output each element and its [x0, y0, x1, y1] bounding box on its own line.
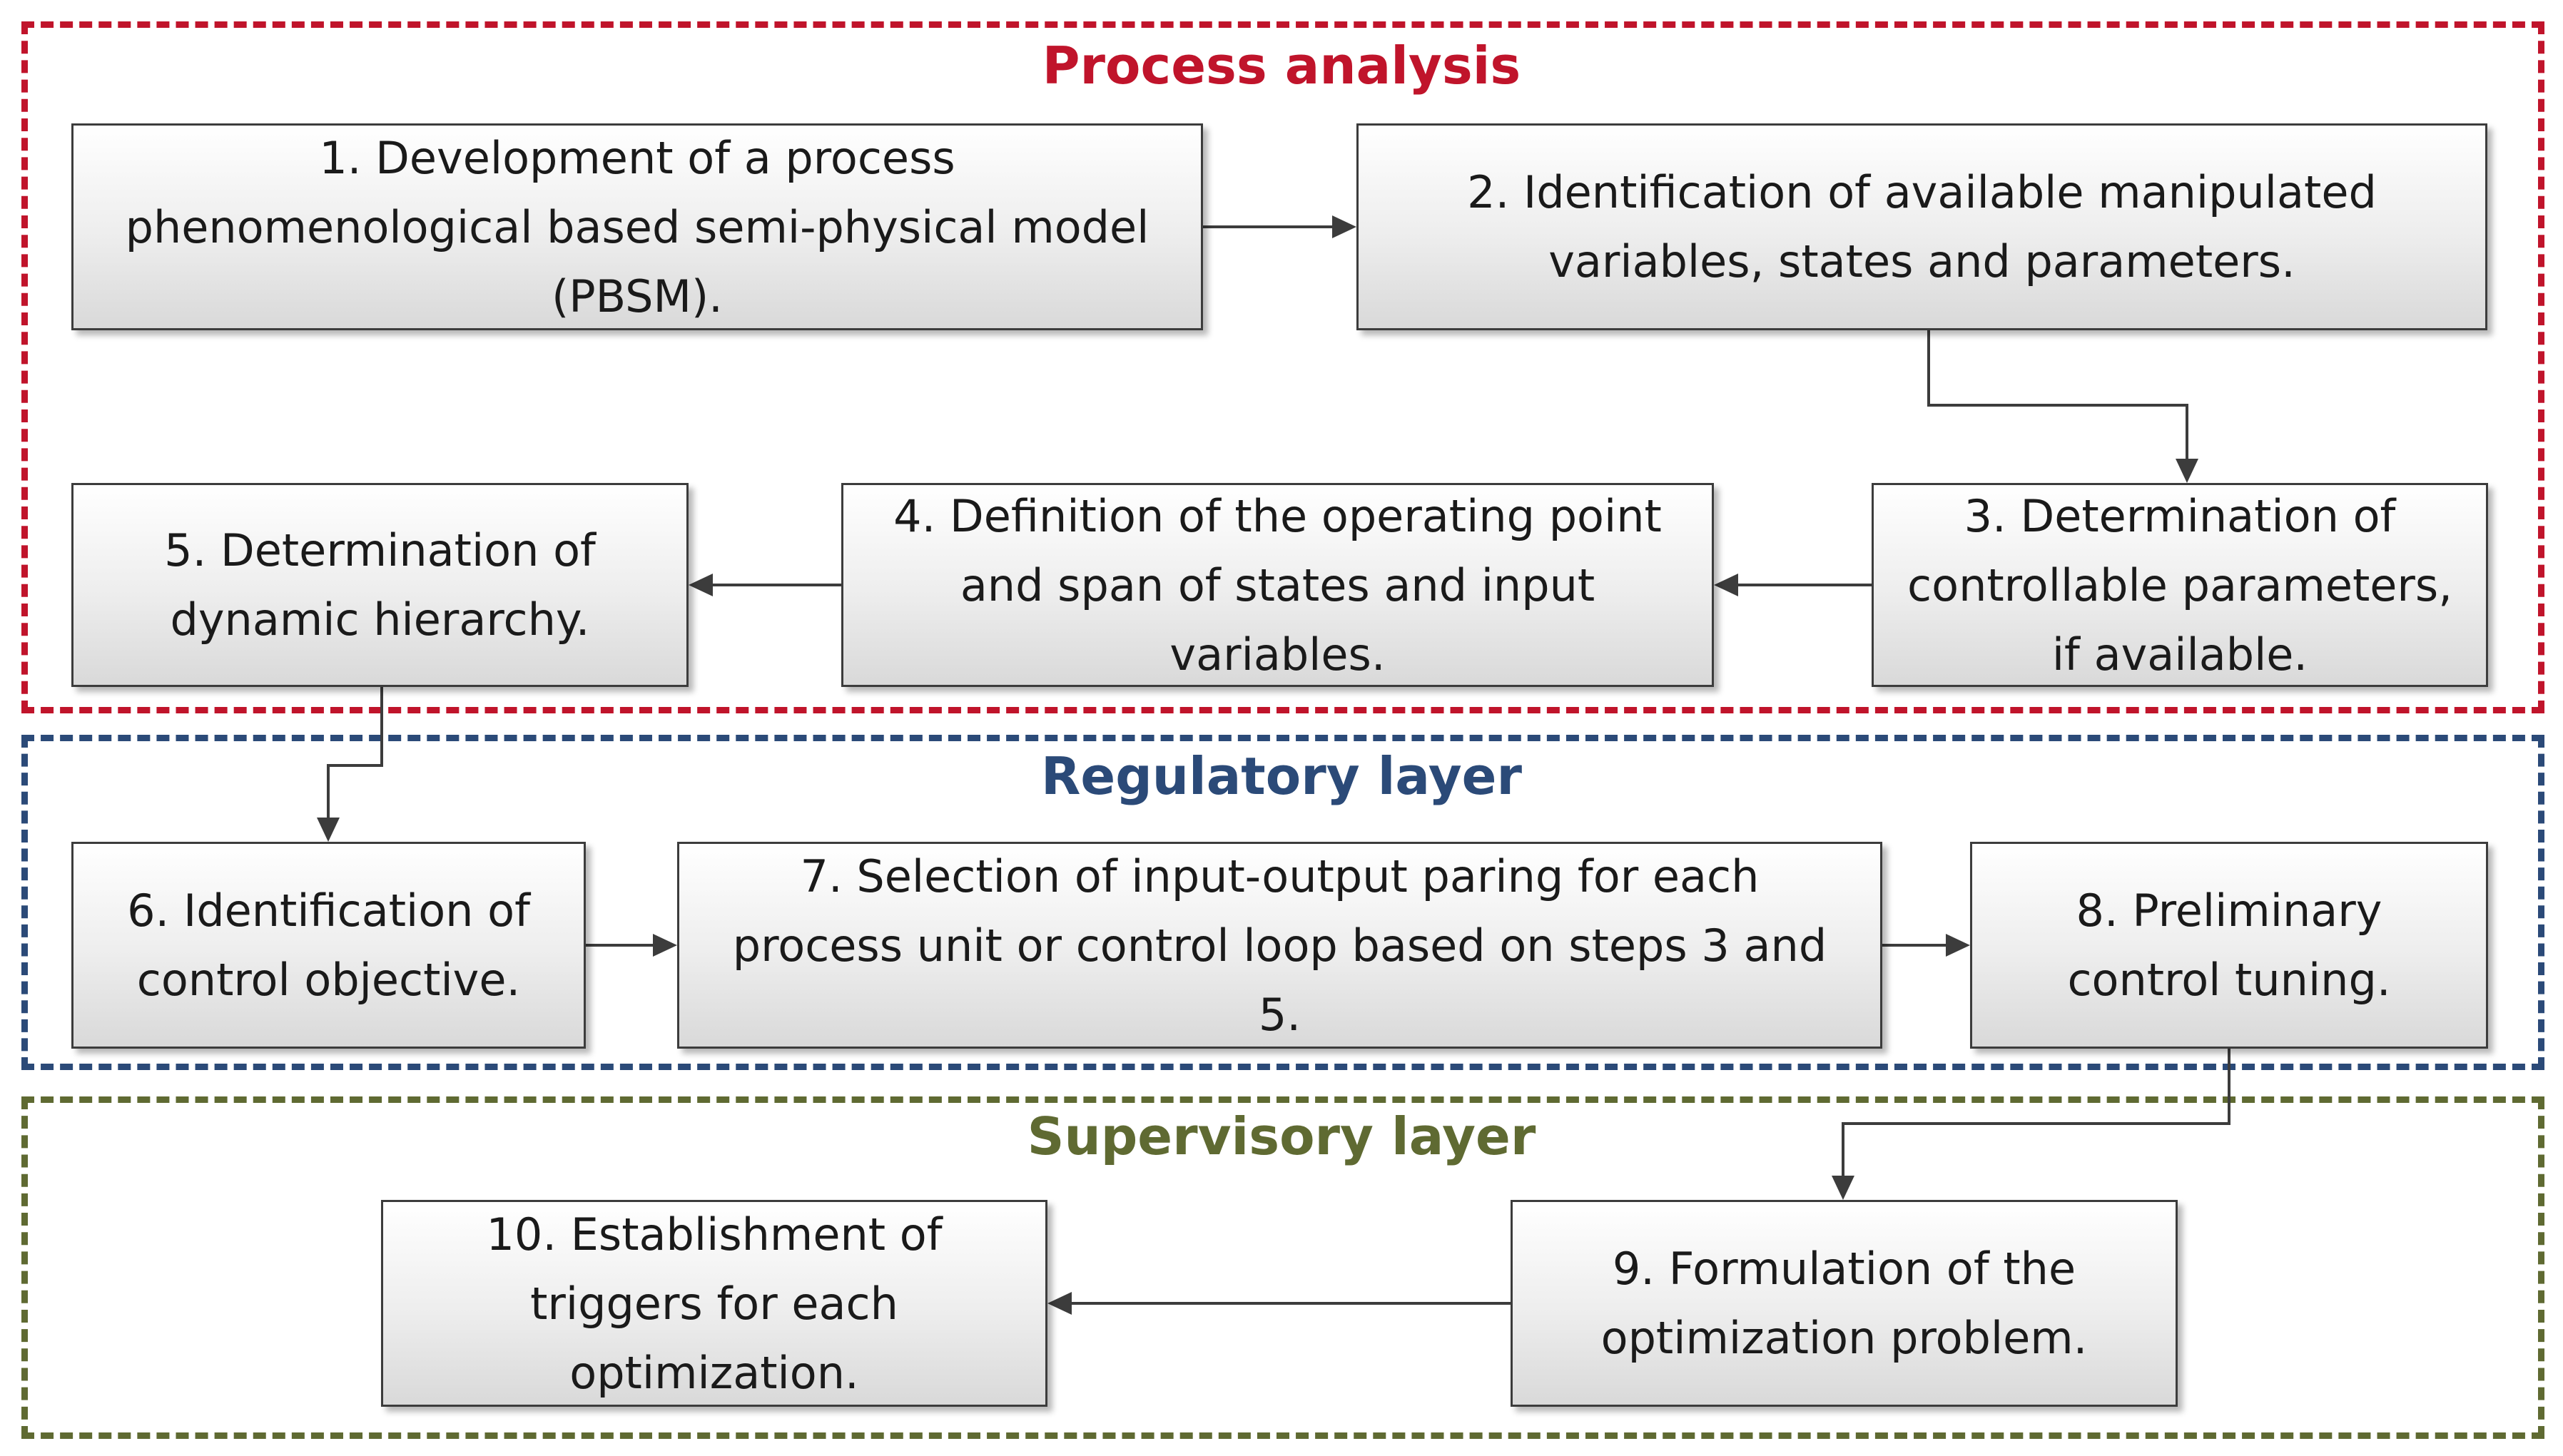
step-8-label: 8. Preliminary control tuning.: [2067, 885, 2391, 1006]
arrowhead-step5-to-step6: [317, 818, 340, 842]
step-9-box: 9. Formulation of the optimization probl…: [1511, 1200, 2178, 1407]
arrowhead-step7-to-step8: [1946, 934, 1970, 957]
step-10-label: 10. Establishment of triggers for each o…: [486, 1208, 943, 1399]
arrowhead-step3-to-step4: [1714, 574, 1738, 596]
arrowhead-step8-to-step9: [1832, 1176, 1854, 1200]
step-5-label: 5. Determination of dynamic hierarchy.: [164, 524, 596, 646]
step-7-box: 7. Selection of input-output paring for …: [677, 842, 1882, 1049]
arrow-step8-to-step9: [1842, 1049, 2230, 1179]
step-4-label: 4. Definition of the operating point and…: [893, 489, 1662, 681]
arrow-step5-to-step6: [327, 687, 383, 821]
supervisory-layer-group: [21, 1096, 2544, 1439]
step-1-box: 1. Development of a process phenomenolog…: [71, 123, 1203, 330]
step-8-box: 8. Preliminary control tuning.: [1970, 842, 2488, 1049]
step-4-box: 4. Definition of the operating point and…: [841, 483, 1714, 687]
step-6-box: 6. Identification of control objective.: [71, 842, 586, 1049]
step-7-label: 7. Selection of input-output paring for …: [732, 850, 1827, 1041]
process-analysis-title: Process analysis: [1042, 36, 1521, 96]
regulatory-layer-title: Regulatory layer: [1040, 746, 1523, 806]
supervisory-layer-title: Supervisory layer: [1027, 1106, 1536, 1166]
step-3-label: 3. Determination of controllable paramet…: [1907, 489, 2452, 681]
step-2-box: 2. Identification of available manipulat…: [1356, 123, 2487, 330]
step-3-box: 3. Determination of controllable paramet…: [1872, 483, 2488, 687]
arrowhead-step1-to-step2: [1332, 215, 1356, 238]
arrow-step2-to-step3: [1927, 330, 2188, 462]
regulatory-layer-group: [21, 735, 2544, 1070]
arrowhead-step2-to-step3: [2176, 459, 2198, 483]
step-9-label: 9. Formulation of the optimization probl…: [1600, 1243, 2088, 1364]
arrowhead-step9-to-step10: [1047, 1292, 1072, 1315]
step-6-label: 6. Identification of control objective.: [127, 885, 530, 1006]
step-2-label: 2. Identification of available manipulat…: [1467, 166, 2377, 287]
step-10-box: 10. Establishment of triggers for each o…: [381, 1200, 1047, 1407]
arrowhead-step6-to-step7: [653, 934, 677, 957]
step-1-label: 1. Development of a process phenomenolog…: [125, 131, 1149, 322]
step-5-box: 5. Determination of dynamic hierarchy.: [71, 483, 689, 687]
arrowhead-step4-to-step5: [689, 574, 713, 596]
process-analysis-group: [21, 21, 2544, 713]
